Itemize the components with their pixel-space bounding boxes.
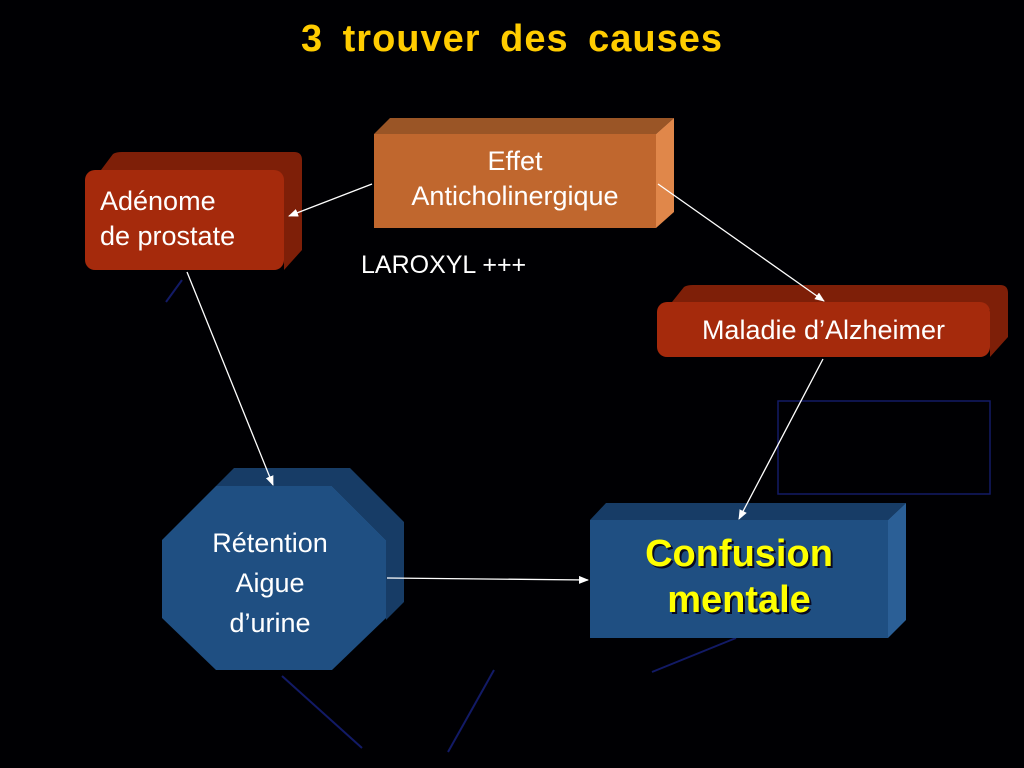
confusion-mentale-box: [590, 503, 906, 638]
adenome-line1: Adénome: [100, 186, 216, 216]
effet-line2: Anticholinergique: [411, 181, 619, 211]
retention-aigue-octagon: [162, 468, 404, 670]
arrow-effet-to-adenome: [288, 183, 373, 217]
arrow-retention-to-confusion: [386, 575, 589, 584]
alzheimer-text: Maladie d’Alzheimer: [701, 315, 946, 345]
confusion-line2: mentale: [667, 579, 811, 621]
confusion-line1: Confusion: [645, 533, 833, 575]
effet-anticholinergique-box: [374, 118, 674, 228]
retention-line1: Rétention: [212, 528, 328, 558]
maladie-alzheimer-box: [657, 285, 1008, 357]
adenome-line2: de prostate: [100, 221, 236, 251]
retention-line2: Aigue: [235, 568, 305, 598]
arrow-alzheimer-to-confusion: [738, 358, 824, 520]
adenome-prostate-label: Adénome de prostate: [100, 184, 284, 254]
retention-aigue-label: Rétention Aigue d’urine: [162, 523, 378, 643]
arrow-effet-to-alzheimer: [657, 183, 825, 302]
retention-line3: d’urine: [229, 608, 311, 638]
decorative-lines: [165, 279, 991, 753]
maladie-alzheimer-label: Maladie d’Alzheimer: [657, 313, 990, 348]
confusion-mentale-label: Confusion mentale: [590, 531, 888, 623]
slide-title: 3 trouver des causes: [300, 18, 724, 60]
effet-anticholinergique-label: Effet Anticholinergique: [374, 144, 656, 214]
adenome-prostate-box: [85, 152, 302, 270]
arrow-adenome-to-retention: [186, 271, 274, 486]
arrows: [186, 183, 825, 584]
effet-line1: Effet: [487, 146, 543, 176]
laroxyl-annotation: LAROXYL +++: [361, 251, 527, 279]
